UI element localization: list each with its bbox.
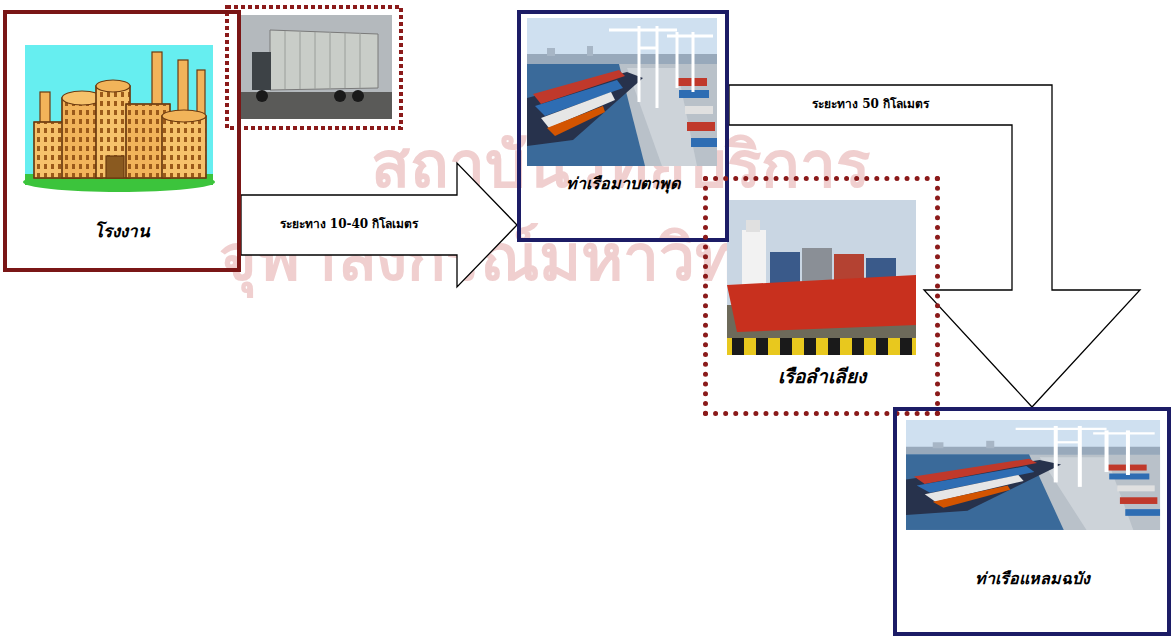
port-box: ท่าเรือมาบตาพุด (517, 10, 729, 242)
truck-photo (285, 31, 360, 89)
ship-photo (727, 200, 916, 355)
truck-photo (300, 31, 301, 89)
truck-photo (345, 33, 346, 88)
factory-box: โรงงาน (3, 10, 241, 272)
node-label: เรือลำเลียง (778, 365, 866, 389)
factory-illustration (96, 86, 130, 178)
factory-illustration (96, 86, 130, 178)
factory-illustration (25, 45, 213, 185)
truck-photo (270, 30, 378, 90)
truck-photo (285, 31, 286, 89)
ship-photo (727, 200, 916, 355)
truck-photo (315, 32, 316, 89)
distance-label: ระยะทาง 10-40 กิโลเมตร (278, 217, 421, 233)
factory-illustration (34, 52, 206, 178)
ship-photo (742, 230, 766, 286)
node-label: โรงงาน (94, 221, 150, 242)
factory-illustration (106, 156, 124, 178)
truck-photo (352, 90, 364, 102)
port-photo (527, 18, 717, 166)
node-label: ท่าเรือแหลมฉบัง (975, 569, 1090, 589)
truck-photo (330, 32, 331, 89)
block-arrow (241, 163, 517, 287)
port-photo (906, 420, 1160, 530)
truck-photo (256, 90, 268, 102)
factory-illustration (162, 116, 206, 178)
ship-box: เรือลำเลียง (703, 176, 940, 416)
ship-photo (770, 252, 800, 286)
truck-photo (334, 90, 346, 102)
truck-photo (360, 33, 361, 88)
truck-photo (227, 7, 401, 128)
node-label: ท่าเรือมาบตาพุด (566, 174, 680, 194)
distance-label: ระยะทาง 50 กิโลเมตร (810, 97, 931, 113)
truck-photo (252, 52, 271, 90)
ship-photo (746, 220, 760, 232)
port-box: ท่าเรือแหลมฉบัง (893, 407, 1171, 636)
truck-photo (240, 15, 392, 119)
truck-photo (227, 7, 401, 128)
block-arrow (729, 85, 1140, 407)
factory-illustration (162, 116, 206, 178)
factory-illustration (23, 45, 215, 192)
factory-illustration (96, 80, 130, 92)
ship-photo (727, 338, 916, 355)
ship-photo (727, 275, 916, 332)
factory-illustration (162, 110, 206, 122)
